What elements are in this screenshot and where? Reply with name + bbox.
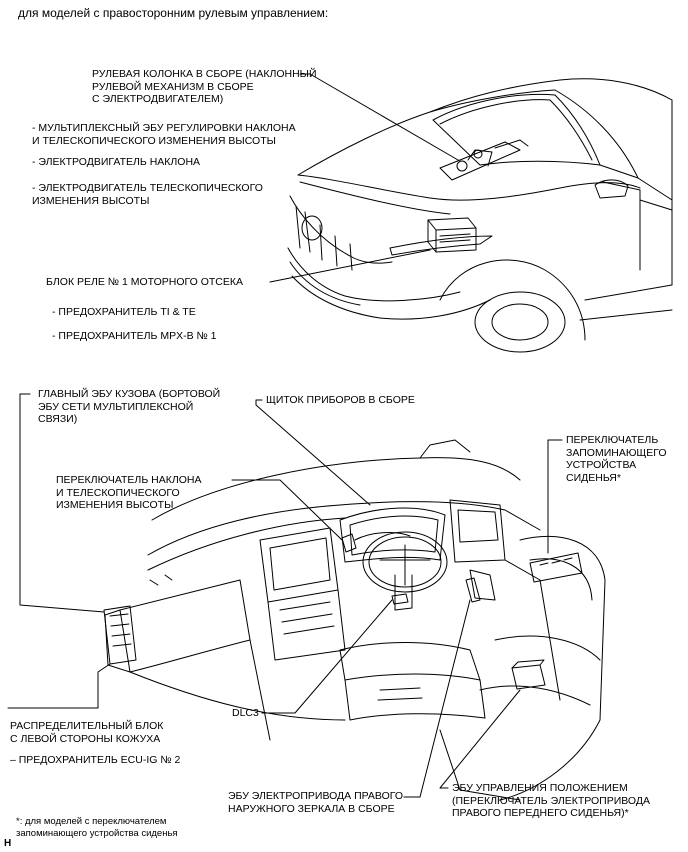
label-junction-block: РАСПРЕДЕЛИТЕЛЬНЫЙ БЛОК С ЛЕВОЙ СТОРОНЫ К… (10, 720, 163, 745)
label-main-body-ecu: ГЛАВНЫЙ ЭБУ КУЗОВА (БОРТОВОЙ ЭБУ СЕТИ МУ… (38, 388, 220, 426)
label-tele-motor-line2: ИЗМЕНЕНИЯ ВЫСОТЫ (32, 194, 150, 207)
label-mirror-ecu: ЭБУ ЭЛЕКТРОПРИВОДА ПРАВОГО НАРУЖНОГО ЗЕР… (228, 790, 403, 815)
footnote: *: для моделей с переключателем запомина… (16, 816, 178, 840)
label-steering-column: РУЛЕВАЯ КОЛОНКА В СБОРЕ (НАКЛОННЫЙ РУЛЕВ… (92, 68, 317, 106)
label-position-ecu-line2: (ПЕРЕКЛЮЧАТЕЛЬ ЭЛЕКТРОПРИВОДА (452, 794, 650, 807)
label-tilt-ecu-line1: - МУЛЬТИПЛЕКСНЫЙ ЭБУ РЕГУЛИРОВКИ НАКЛОНА (32, 122, 296, 134)
label-steering-column-line1: РУЛЕВАЯ КОЛОНКА В СБОРЕ (НАКЛОННЫЙ (92, 68, 317, 80)
label-tilt-switch: ПЕРЕКЛЮЧАТЕЛЬ НАКЛОНА И ТЕЛЕСКОПИЧЕСКОГО… (56, 474, 201, 512)
label-tele-motor-line1: - ЭЛЕКТРОДВИГАТЕЛЬ ТЕЛЕСКОПИЧЕСКОГО (32, 182, 263, 194)
label-tilt-switch-line3: ИЗМЕНЕНИЯ ВЫСОТЫ (56, 499, 174, 511)
label-main-body-ecu-line1: ГЛАВНЫЙ ЭБУ КУЗОВА (БОРТОВОЙ (38, 388, 221, 400)
label-steering-column-line3: С ЭЛЕКТРОДВИГАТЕЛЕМ) (92, 93, 224, 105)
label-position-ecu-line3: ПРАВОГО ПЕРЕДНЕГО СИДЕНЬЯ)* (452, 807, 629, 819)
label-memory-switch: ПЕРЕКЛЮЧАТЕЛЬ ЗАПОМИНАЮЩЕГО УСТРОЙСТВА С… (566, 434, 667, 484)
label-junction-block-line1: РАСПРЕДЕЛИТЕЛЬНЫЙ БЛОК (10, 720, 164, 732)
label-relay-block: БЛОК РЕЛЕ № 1 МОТОРНОГО ОТСЕКА (46, 276, 243, 288)
label-tele-motor: - ЭЛЕКТРОДВИГАТЕЛЬ ТЕЛЕСКОПИЧЕСКОГО ИЗМЕ… (32, 182, 263, 207)
label-tilt-switch-line1: ПЕРЕКЛЮЧАТЕЛЬ НАКЛОНА (56, 474, 202, 486)
car-exterior-drawing (287, 78, 673, 353)
label-tilt-ecu: - МУЛЬТИПЛЕКСНЫЙ ЭБУ РЕГУЛИРОВКИ НАКЛОНА… (32, 122, 296, 147)
label-position-ecu-line1: ЭБУ УПРАВЛЕНИЯ ПОЛОЖЕНИЕМ (452, 782, 628, 794)
label-position-ecu: ЭБУ УПРАВЛЕНИЯ ПОЛОЖЕНИЕМ (ПЕРЕКЛЮЧАТЕЛЬ… (452, 782, 650, 820)
label-dlc3: DLC3 (232, 707, 259, 719)
footnote-line2: запоминающего устройства сиденья (16, 828, 178, 839)
label-instrument-panel: ЩИТОК ПРИБОРОВ В СБОРЕ (266, 394, 415, 406)
footnote-line1: *: для моделей с переключателем (16, 816, 167, 827)
corner-mark: H (4, 838, 12, 849)
label-mirror-ecu-line2: НАРУЖНОГО ЗЕРКАЛА В СБОРЕ (228, 802, 395, 815)
label-junction-block-line2: С ЛЕВОЙ СТОРОНЫ КОЖУХА (10, 732, 161, 745)
label-main-body-ecu-line3: СВЯЗИ) (38, 413, 78, 425)
label-fuse-ti-te: - ПРЕДОХРАНИТЕЛЬ TI & TE (52, 306, 196, 318)
label-tilt-switch-line2: И ТЕЛЕСКОПИЧЕСКОГО (56, 486, 180, 499)
label-fuse-ecu-ig: – ПРЕДОХРАНИТЕЛЬ ECU-IG № 2 (10, 754, 181, 766)
page-header: для моделей с правосторонним рулевым упр… (18, 6, 329, 20)
label-mirror-ecu-line1: ЭБУ ЭЛЕКТРОПРИВОДА ПРАВОГО (228, 790, 404, 802)
interior-drawing (103, 439, 606, 801)
label-memory-switch-line1: ПЕРЕКЛЮЧАТЕЛЬ (566, 434, 659, 446)
label-fuse-mpx: - ПРЕДОХРАНИТЕЛЬ MPX-B № 1 (52, 330, 217, 342)
label-tilt-motor: - ЭЛЕКТРОДВИГАТЕЛЬ НАКЛОНА (32, 156, 201, 168)
label-tilt-ecu-line2: И ТЕЛЕСКОПИЧЕСКОГО ИЗМЕНЕНИЯ ВЫСОТЫ (32, 134, 276, 147)
label-memory-switch-line4: СИДЕНЬЯ* (566, 471, 621, 484)
label-memory-switch-line3: УСТРОЙСТВА (566, 459, 637, 471)
label-main-body-ecu-line2: ЭБУ СЕТИ МУЛЬТИПЛЕКСНОЙ (38, 400, 194, 413)
label-memory-switch-line2: ЗАПОМИНАЮЩЕГО (566, 446, 667, 459)
leader-lines (7, 73, 563, 798)
label-steering-column-line2: РУЛЕВОЙ МЕХАНИЗМ В СБОРЕ (92, 80, 254, 93)
